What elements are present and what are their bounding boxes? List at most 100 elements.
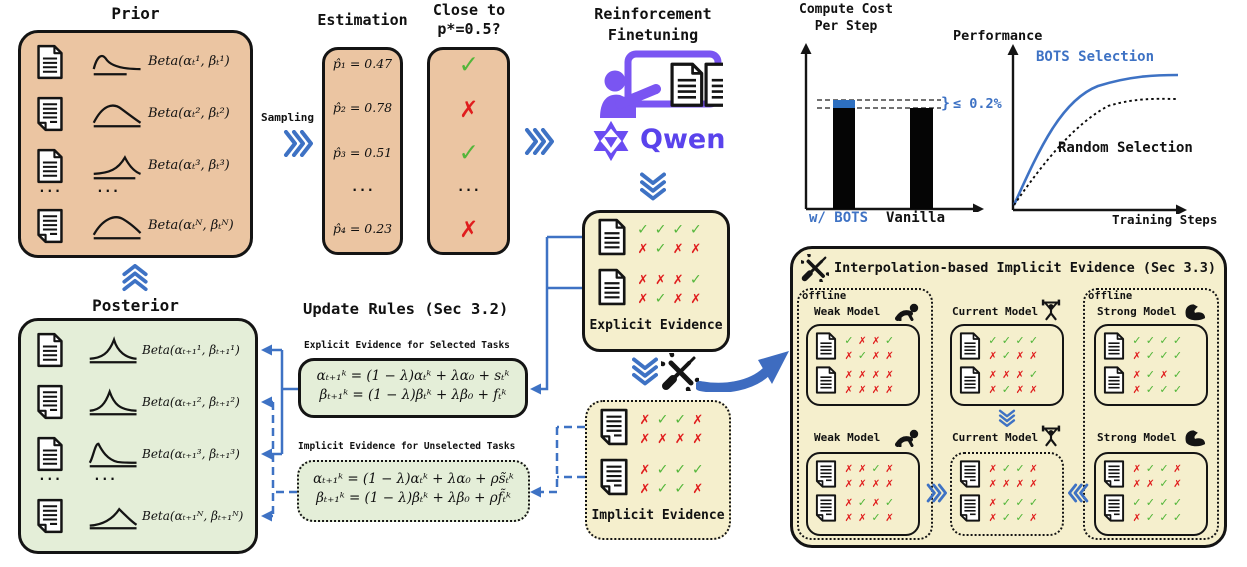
marks-row: ✓✗✗✓	[845, 332, 900, 347]
marks-row: ✗✓✗✗	[638, 238, 709, 257]
marks-row: ✗✓✗✗	[989, 381, 1044, 396]
explicit-update-box	[298, 358, 528, 418]
estimate-value: p̂₃ = 0.51	[332, 145, 393, 160]
chevron-left-icon	[1068, 481, 1089, 505]
estimate-value: p̂₂ = 0.78	[332, 100, 393, 115]
explicit-rule-caption: Explicit Evidence for Selected Tasks	[304, 340, 510, 351]
ellipsis: ...	[350, 180, 375, 195]
qwen-wordmark: Qwen	[640, 124, 726, 155]
check-icon: ✓	[460, 47, 477, 80]
chevron-down-icon	[997, 409, 1017, 427]
implicit-update-box	[297, 460, 530, 522]
beta-curve-icon	[93, 155, 141, 180]
close-to-title-line1: Close to	[432, 1, 506, 19]
doc-icon	[814, 366, 838, 394]
beta-curve-icon	[89, 336, 137, 364]
estimation-panel	[322, 47, 403, 255]
chevron-right-icon	[926, 481, 947, 505]
doc-icon	[814, 332, 838, 360]
marks-row: ✗✗✗✗	[640, 428, 711, 447]
interp-title: Interpolation-based Implicit Evidence (S…	[834, 260, 1217, 276]
weak-model-label: Weak Model	[814, 431, 881, 444]
muscle-icon	[1183, 428, 1208, 447]
cost-chart-title: Compute Cost Per Step	[790, 2, 902, 35]
marks-row: ✗✗✓✗	[845, 460, 900, 475]
weak-model-label: Weak Model	[814, 305, 881, 318]
marks-row: ✗✓✓✗	[989, 509, 1044, 524]
estimate-value: p̂₁ = 0.47	[332, 56, 393, 71]
rft-title-line2: Finetuning	[607, 26, 699, 44]
marks-row: ✗✓✓✓	[640, 459, 711, 478]
current-model-label: Current Model	[952, 431, 1039, 444]
legend-bots-selection: BOTS Selection	[1036, 49, 1155, 65]
cross-icon: ✗	[460, 211, 477, 244]
doc-icon	[1102, 460, 1126, 488]
doc-icon	[1102, 494, 1126, 522]
beta-curve-icon	[92, 216, 142, 240]
beta-label: Beta(αₜ², βₜ²)	[148, 106, 230, 121]
weightlifter-icon	[1041, 425, 1061, 447]
doc-icon	[35, 332, 65, 368]
posterior-title: Posterior	[92, 296, 179, 315]
perf-chart	[1007, 44, 1187, 214]
doc-icon	[814, 494, 838, 522]
doc-icon	[35, 436, 65, 472]
offline-group-strong	[1083, 288, 1219, 540]
doc-icon	[958, 494, 982, 522]
doc-icon	[1102, 366, 1126, 394]
ellipsis: ...	[96, 181, 120, 196]
beta-curve-icon	[92, 104, 142, 128]
marks-row: ✗✗✗✗	[845, 475, 900, 490]
doc-icon	[35, 208, 65, 244]
doc-icon	[598, 408, 630, 446]
strong-model-label: Strong Model	[1097, 305, 1177, 318]
ellipsis: ...	[456, 180, 481, 195]
marks-row: ✓✓✓✓	[1133, 494, 1188, 509]
strong-bottom-box	[1094, 452, 1208, 536]
doc-icon	[814, 460, 838, 488]
perf-xlabel: Training Steps	[1112, 212, 1218, 227]
flow-arrow-icon	[696, 351, 789, 392]
marks-row: ✗✓✗✓	[845, 494, 900, 509]
cost-chart-title-line1: Compute Cost	[799, 2, 893, 17]
ellipsis: ...	[38, 181, 62, 196]
beta-curve-icon	[89, 507, 138, 530]
offline-label: offline	[1088, 290, 1133, 302]
marks-row: ✗✗✗✗	[989, 475, 1044, 490]
marks-row: ✗✓✗✗	[638, 288, 709, 307]
muscle-icon	[1183, 302, 1208, 321]
doc-icon	[596, 218, 628, 256]
chevron-down-icon	[632, 355, 658, 387]
perf-chart-title: Performance	[953, 28, 1043, 44]
marks-row: ✗✗✗✗	[845, 381, 900, 396]
explicit-formula-line1: αₜ₊₁ᵏ = (1 − λ)αₜᵏ + λα₀ + sₜᵏ	[316, 368, 510, 384]
marks-row: ✗✓✗✗	[845, 347, 900, 362]
teacher-board-icon	[600, 50, 723, 118]
implicit-evidence-label: Implicit Evidence	[591, 508, 725, 523]
beta-label: Beta(αₜ₊₁², βₜ₊₁²)	[142, 395, 240, 409]
marks-row: ✗✗✓✗	[845, 509, 900, 524]
marks-row: ✗✓✓✗	[989, 460, 1044, 475]
beta-label: Beta(αₜᴺ, βₜᴺ)	[148, 218, 234, 233]
chevron-right-icon	[524, 128, 554, 155]
explicit-formula-line2: βₜ₊₁ᵏ = (1 − λ)βₜᵏ + λβ₀ + fₜᵏ	[319, 387, 507, 403]
beta-label: Beta(αₜ³, βₜ³)	[148, 158, 230, 173]
prior-title: Prior	[111, 4, 160, 23]
close-to-title-line2: p*=0.5?	[437, 19, 501, 38]
marks-row: ✗✓✓✓	[1133, 509, 1188, 524]
chevron-up-icon	[120, 264, 150, 292]
implicit-formula-line2: βₜ₊₁ᵏ = (1 − λ)βₜᵏ + λβ₀ + ρf̃ₜᵏ	[316, 490, 511, 506]
bar-label-vanilla: Vanilla	[886, 210, 946, 226]
brace-icon: }	[941, 94, 951, 112]
marks-row: ✗✓✓✗	[640, 478, 711, 497]
beta-label: Beta(αₜ₊₁³, βₜ₊₁³)	[142, 447, 240, 461]
cross-icon: ✗	[460, 91, 477, 124]
tools-icon	[661, 353, 699, 391]
weightlifter-icon	[1041, 299, 1061, 321]
check-icon: ✓	[460, 135, 477, 168]
implicit-formula-line1: αₜ₊₁ᵏ = (1 − λ)αₜᵏ + λα₀ + ρs̃ₜᵏ	[313, 471, 514, 487]
doc-icon	[958, 332, 982, 360]
marks-row: ✗✓✗✓	[1133, 366, 1188, 381]
beta-label: Beta(αₜ₊₁¹, βₜ₊₁¹)	[142, 343, 240, 357]
